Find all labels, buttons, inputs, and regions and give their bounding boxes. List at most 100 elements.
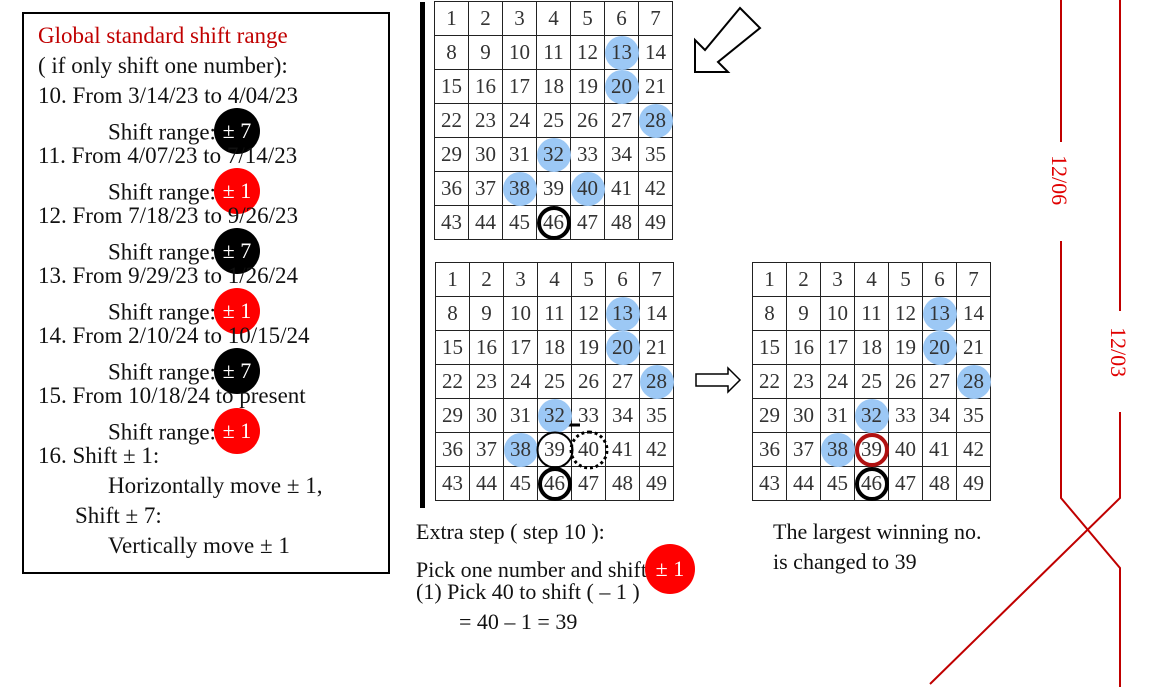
date-range-row: 11. From 4/07/23 to 7/14/23 <box>38 141 297 171</box>
grid-cell-23: 23 <box>468 103 503 138</box>
grid-number: 48 <box>612 471 633 495</box>
grid-number: 22 <box>442 369 463 393</box>
date-range: 12. From 7/18/23 to 9/26/23 <box>38 203 299 228</box>
selected-number-highlight <box>605 330 640 365</box>
shift-range-label: Shift range: <box>108 299 216 325</box>
grid-cell-40: 40 <box>888 432 923 467</box>
grid-number: 22 <box>759 369 780 393</box>
grid-number: 15 <box>759 335 780 359</box>
grid-number: 15 <box>441 74 462 98</box>
grid-number: 8 <box>764 301 775 325</box>
grid-number: 45 <box>827 471 848 495</box>
grid-number: 42 <box>963 437 984 461</box>
grid-cell-2: 2 <box>786 262 821 297</box>
grid-number: 30 <box>475 142 496 166</box>
grid-number: 29 <box>441 142 462 166</box>
selected-number-highlight <box>570 171 605 206</box>
grid-number: 41 <box>612 437 633 461</box>
new-largest-number-ring <box>854 432 889 467</box>
grid-number: 41 <box>929 437 950 461</box>
shift-range-label: Shift range: <box>108 239 216 265</box>
grid-cell-41: 41 <box>604 171 639 206</box>
grid-number: 27 <box>611 108 632 132</box>
grid-number: 26 <box>895 369 916 393</box>
grid-cell-34: 34 <box>604 137 639 172</box>
grid-cell-26: 26 <box>571 364 606 399</box>
grid-cell-38: 38 <box>503 432 538 467</box>
extra-step-instruction: Pick one number and shift± 1 <box>416 544 695 597</box>
grid-cell-25: 25 <box>536 103 571 138</box>
rule-text: Shift ± 7: <box>75 503 162 528</box>
grid-number: 4 <box>866 267 877 291</box>
grid-cell-17: 17 <box>820 330 855 365</box>
grid-number: 27 <box>929 369 950 393</box>
grid-number: 2 <box>798 267 809 291</box>
grid-number: 2 <box>480 6 491 30</box>
grid-number: 16 <box>476 335 497 359</box>
grid-number: 24 <box>510 369 531 393</box>
grid-number: 43 <box>442 471 463 495</box>
grid-number: 36 <box>442 437 463 461</box>
grid-number: 29 <box>759 403 780 427</box>
rule-text: 16. Shift ± 1: <box>38 443 160 468</box>
grid-number: 25 <box>544 369 565 393</box>
grid-number: 31 <box>827 403 848 427</box>
grid-cell-36: 36 <box>434 171 469 206</box>
grid-number: 45 <box>510 471 531 495</box>
grid-cell-22: 22 <box>434 103 469 138</box>
shift-range-label: Shift range: <box>108 119 216 145</box>
grid-number: 14 <box>645 40 666 64</box>
grid-number: 19 <box>578 335 599 359</box>
grid-number: 39 <box>544 437 565 461</box>
grid-number: 23 <box>475 108 496 132</box>
grid-number: 47 <box>895 471 916 495</box>
hollow-arrow-right-icon <box>695 366 742 394</box>
grid-cell-32: 32 <box>536 137 571 172</box>
grid-cell-38: 38 <box>502 171 537 206</box>
shift-range-row: Shift range:± 1 <box>108 408 260 457</box>
grid-number: 20 <box>612 335 633 359</box>
date-range: 10. From 3/14/23 to 4/04/23 <box>38 83 299 108</box>
grid-number: 9 <box>798 301 809 325</box>
largest-number-ring <box>536 205 571 240</box>
grid-number: 34 <box>929 403 950 427</box>
grid-number: 32 <box>543 142 564 166</box>
grid-cell-7: 7 <box>638 1 673 36</box>
grid-number: 48 <box>611 210 632 234</box>
grid-number: 17 <box>510 335 531 359</box>
grid-number: 36 <box>759 437 780 461</box>
grid-number: 42 <box>645 176 666 200</box>
selected-number-highlight <box>604 69 639 104</box>
grid-cell-4: 4 <box>537 262 572 297</box>
grid-cell-8: 8 <box>435 296 470 331</box>
vertical-divider <box>420 2 425 508</box>
grid-cell-47: 47 <box>571 466 606 501</box>
grid-number: 23 <box>793 369 814 393</box>
grid-cell-15: 15 <box>435 330 470 365</box>
grid-cell-44: 44 <box>786 466 821 501</box>
grid-number: 13 <box>612 301 633 325</box>
date-range-row: 14. From 2/10/24 to 10/15/24 <box>38 321 310 351</box>
grid-cell-37: 37 <box>468 171 503 206</box>
grid-cell-35: 35 <box>639 398 674 433</box>
original-number-dotted-ring <box>569 430 608 469</box>
largest-number-ring <box>854 466 889 501</box>
selected-number-highlight <box>922 330 957 365</box>
shift-badge: ± 1 <box>644 544 695 594</box>
grid-cell-30: 30 <box>469 398 504 433</box>
extra-step-text: Pick one number and shift <box>416 557 647 583</box>
grid-cell-33: 33 <box>571 398 606 433</box>
shift-badge: ± 1 <box>213 408 260 454</box>
grid-number: 40 <box>577 176 598 200</box>
grid-cell-7: 7 <box>639 262 674 297</box>
